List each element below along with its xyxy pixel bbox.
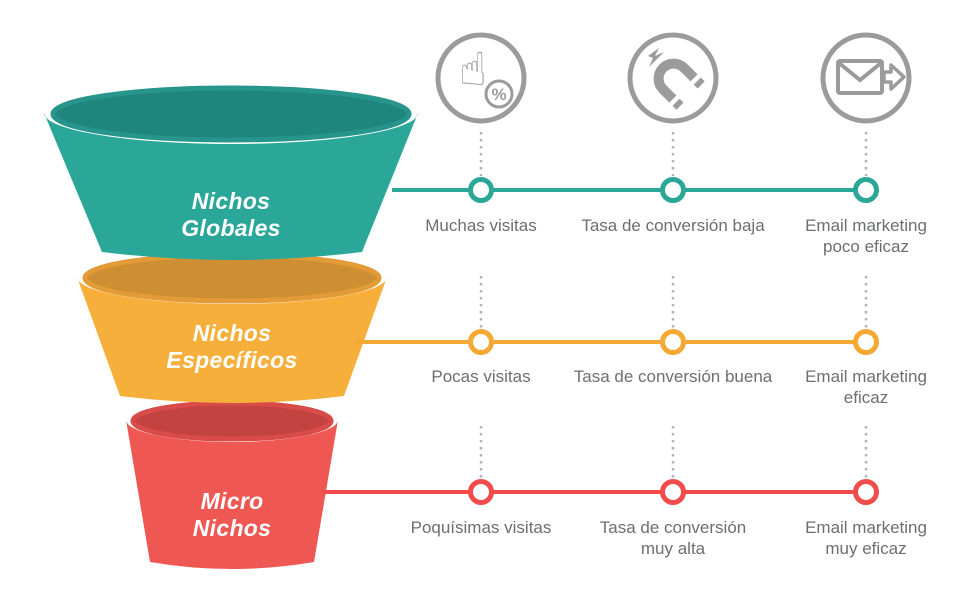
row-1-node-3 (853, 177, 879, 203)
funnel-tier-nichos-especificos (77, 252, 387, 403)
funnel-tier-2-opening (82, 252, 382, 304)
tier-2-label: Nichos Específicos (166, 320, 298, 373)
row-1-label-conversion: Tasa de conversión baja (581, 216, 765, 235)
funnel-tier-1-opening (50, 85, 412, 143)
row-3-label-conversion: Tasa de conversión muy alta (599, 518, 747, 558)
dotted-guides (479, 132, 868, 478)
row-3-label-visits: Poquísimas visitas (410, 518, 552, 537)
funnel-tier-nichos-globales (44, 85, 418, 260)
row-3-node-3 (853, 479, 879, 505)
row-2-label-visits: Pocas visitas (431, 367, 531, 386)
envelope-flap (837, 61, 883, 83)
row-1-node-2 (660, 177, 686, 203)
funnel-tier-micro-nichos (126, 400, 338, 569)
percent-badge (484, 79, 514, 109)
row-3-node-2 (660, 479, 686, 505)
click-rate-icon: ☝ % (435, 32, 527, 124)
spark-glyph (648, 48, 664, 67)
row-1-label-email: Email marketing poco eficaz (805, 216, 927, 256)
magnet-icon (627, 32, 719, 124)
funnel-tier-3-body (126, 420, 338, 569)
row-2-label-email: Email marketing eficaz (805, 367, 927, 407)
row-1-label-visits: Muchas visitas (425, 216, 537, 235)
funnel-tier-1-body (44, 113, 418, 260)
row-2-node-2 (660, 329, 686, 355)
funnel-tier-3-opening (130, 400, 334, 442)
timeline-row-1 (392, 177, 879, 203)
row-2-node-1 (468, 329, 494, 355)
timeline-row-3 (322, 479, 879, 505)
funnel-tier-2-body (77, 277, 387, 403)
email-send-icon (820, 32, 912, 124)
hand-cursor-glyph: ☝ (459, 42, 487, 96)
magnet-glyph (653, 58, 705, 110)
percent-glyph: % (491, 85, 506, 104)
tier-1-label: Nichos Globales (181, 188, 281, 241)
send-arrow-glyph (882, 63, 906, 91)
tier-3-label: Micro Nichos (192, 488, 272, 541)
magnet-icon-ring (627, 32, 719, 124)
row-1-node-1 (468, 177, 494, 203)
row-2-label-conversion: Tasa de conversión buena (573, 367, 773, 386)
timeline-row-2 (354, 329, 879, 355)
row-2-node-3 (853, 329, 879, 355)
row-3-node-1 (468, 479, 494, 505)
row-3-label-email: Email marketing muy eficaz (805, 518, 927, 558)
